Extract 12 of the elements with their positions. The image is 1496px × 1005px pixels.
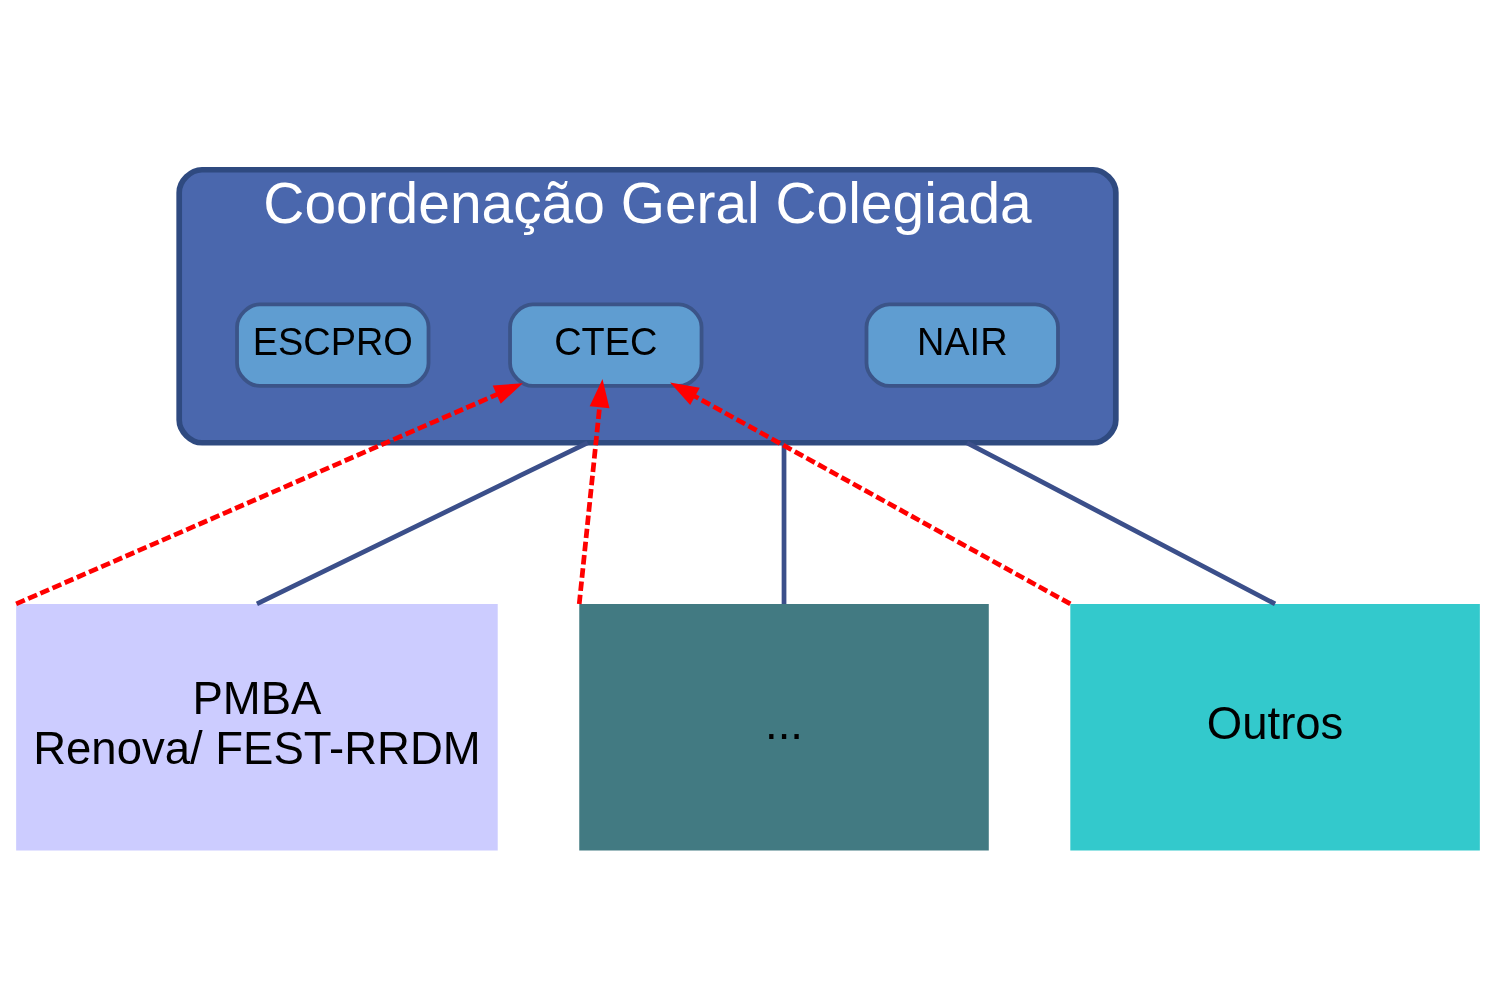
node-box: ESCPRO — [235, 302, 431, 388]
node-box: CTEC — [508, 302, 704, 388]
node-box: ... — [579, 603, 989, 851]
connector — [255, 440, 589, 607]
arrow — [576, 378, 610, 605]
node-box: Outros — [1070, 603, 1480, 851]
arrow — [670, 382, 1072, 606]
arrow — [15, 383, 523, 607]
node-box: NAIR — [864, 302, 1060, 388]
connector — [781, 442, 787, 604]
connector — [965, 440, 1277, 607]
node-box: PMBA Renova/ FEST-RRDM — [16, 603, 498, 851]
